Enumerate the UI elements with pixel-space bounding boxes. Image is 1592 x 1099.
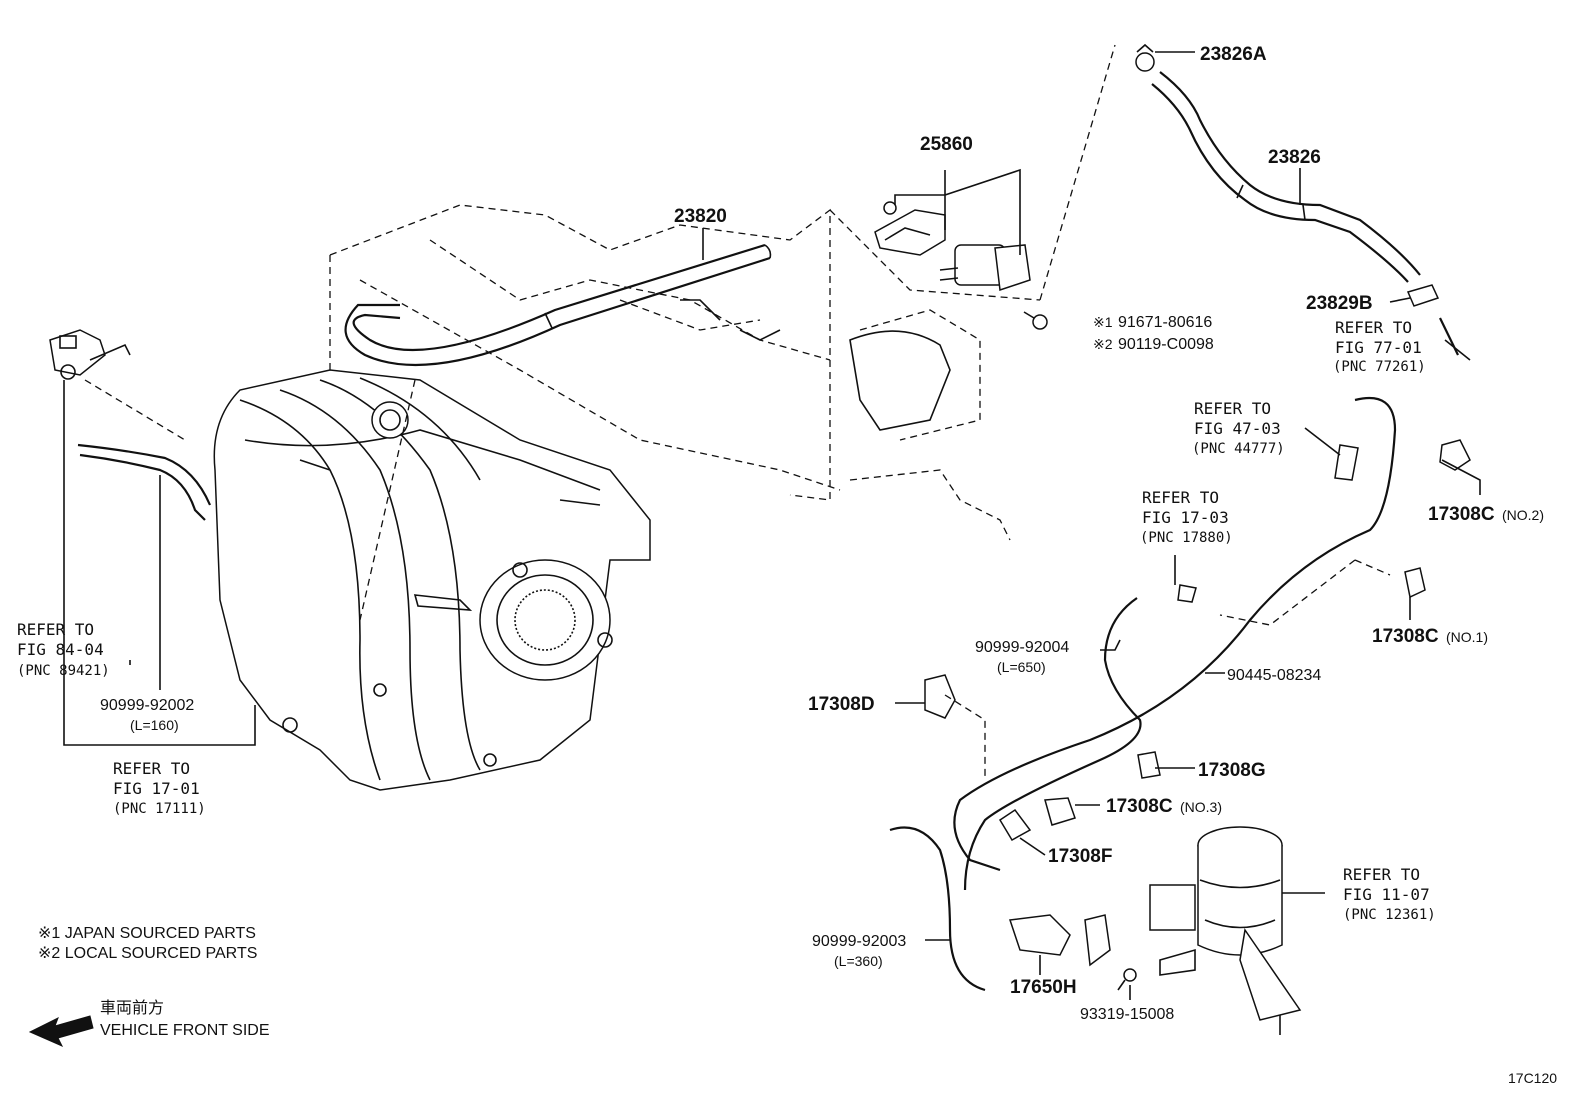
svg-text:FIG 77-01: FIG 77-01 [1335,338,1422,357]
svg-text:(PNC 89421): (PNC 89421) [17,663,110,679]
label-90999-92003: 90999-92003 [812,933,906,950]
clamp-23829B [1406,284,1440,307]
svg-text:FIG 84-04: FIG 84-04 [17,640,104,659]
svg-text:FIG 11-07: FIG 11-07 [1343,885,1430,904]
dashed-leaders [84,379,1391,780]
svg-text:(PNC 17880): (PNC 17880) [1140,530,1233,546]
bolt-91671 [1023,311,1048,330]
qualifier-l360: (L=360) [834,953,883,969]
label-90999-92004: 90999-92004 [975,639,1069,656]
leader-lines [63,51,1481,1000]
ref-fig-17-01: REFER TO FIG 17-01 (PNC 17111) [113,759,206,817]
hose-90999-92003 [889,826,986,992]
front-direction-arrow-icon [28,1015,94,1048]
svg-text:REFER TO: REFER TO [1343,865,1420,884]
front-side-label-en: VEHICLE FRONT SIDE [100,1022,270,1039]
label-93319-15008: 93319-15008 [1080,1006,1174,1023]
label-17308C-no2: 17308C [1428,504,1495,525]
legend-japan-sourced: ※1 JAPAN SOURCED PARTS [38,925,256,942]
label-23829B: 23829B [1306,293,1373,314]
hose-89421 [77,443,212,521]
engine-phantom-outline [329,44,1116,541]
label-17308C-no3: 17308C [1106,796,1173,817]
throttle-bracket-12361 [1149,826,1302,1035]
intake-manifold-illustration [213,369,651,791]
hose-23826 [1151,71,1421,283]
front-side-label-jp: 車両前方 [100,999,164,1017]
svg-text:FIG 47-03: FIG 47-03 [1194,419,1281,438]
clamp-23826A [1135,43,1155,72]
hose-90445-08234 [953,396,1397,872]
label-23820: 23820 [674,206,727,227]
ref-fig-11-07: REFER TO FIG 11-07 (PNC 12361) [1343,865,1436,923]
label-17308D: 17308D [808,694,875,715]
svg-text:(PNC 77261): (PNC 77261) [1333,359,1426,375]
legend-local-sourced: ※2 LOCAL SOURCED PARTS [38,945,257,962]
svg-text:FIG 17-03: FIG 17-03 [1142,508,1229,527]
qualifier-l650: (L=650) [997,659,1046,675]
ref-fig-47-03: REFER TO FIG 47-03 (PNC 44777) [1192,399,1285,457]
label-17308F: 17308F [1048,846,1112,867]
hose-90999-92004 [963,597,1142,891]
ref-fig-77-01: REFER TO FIG 77-01 (PNC 77261) [1333,318,1426,375]
svg-text:(PNC 17111): (PNC 17111) [113,801,206,817]
label-17308G: 17308G [1198,760,1266,781]
qualifier-no2: (NO.2) [1502,507,1544,523]
label-23826: 23826 [1268,147,1321,168]
svg-text:REFER TO: REFER TO [1142,488,1219,507]
label-17308C-no1: 17308C [1372,626,1439,647]
connector-89421 [49,329,131,380]
label-90119-C0098: 90119-C0098 [1118,336,1214,353]
ref-fig-17-03: REFER TO FIG 17-03 (PNC 17880) [1140,488,1233,546]
svg-text:REFER TO: REFER TO [17,620,94,639]
label-23826A: 23826A [1200,44,1267,65]
label-91671-80616: 91671-80616 [1118,314,1212,331]
marker-s2: ※2 [1093,336,1113,352]
svg-text:(PNC 12361): (PNC 12361) [1343,907,1436,923]
figure-id: 17C120 [1508,1070,1557,1086]
ref-fig-84-04: REFER TO FIG 84-04 (PNC 89421) [17,620,110,679]
svg-text:(PNC 44777): (PNC 44777) [1192,441,1285,457]
svg-text:REFER TO: REFER TO [1335,318,1412,337]
label-17650H: 17650H [1010,977,1077,998]
vsv-25860 [874,201,1031,292]
qualifier-no1: (NO.1) [1446,629,1488,645]
sensor-17650H [1008,914,1137,991]
svg-text:FIG 17-01: FIG 17-01 [113,779,200,798]
qualifier-no3: (NO.3) [1180,799,1222,815]
label-25860: 25860 [920,134,973,155]
svg-text:REFER TO: REFER TO [113,759,190,778]
svg-text:REFER TO: REFER TO [1194,399,1271,418]
marker-s1: ※1 [1093,314,1113,330]
qualifier-l160: (L=160) [130,717,179,733]
label-90999-92002: 90999-92002 [100,697,194,714]
label-90445-08234: 90445-08234 [1227,667,1321,684]
hose-23820 [344,243,772,367]
hose-77261-stub [1439,317,1459,356]
